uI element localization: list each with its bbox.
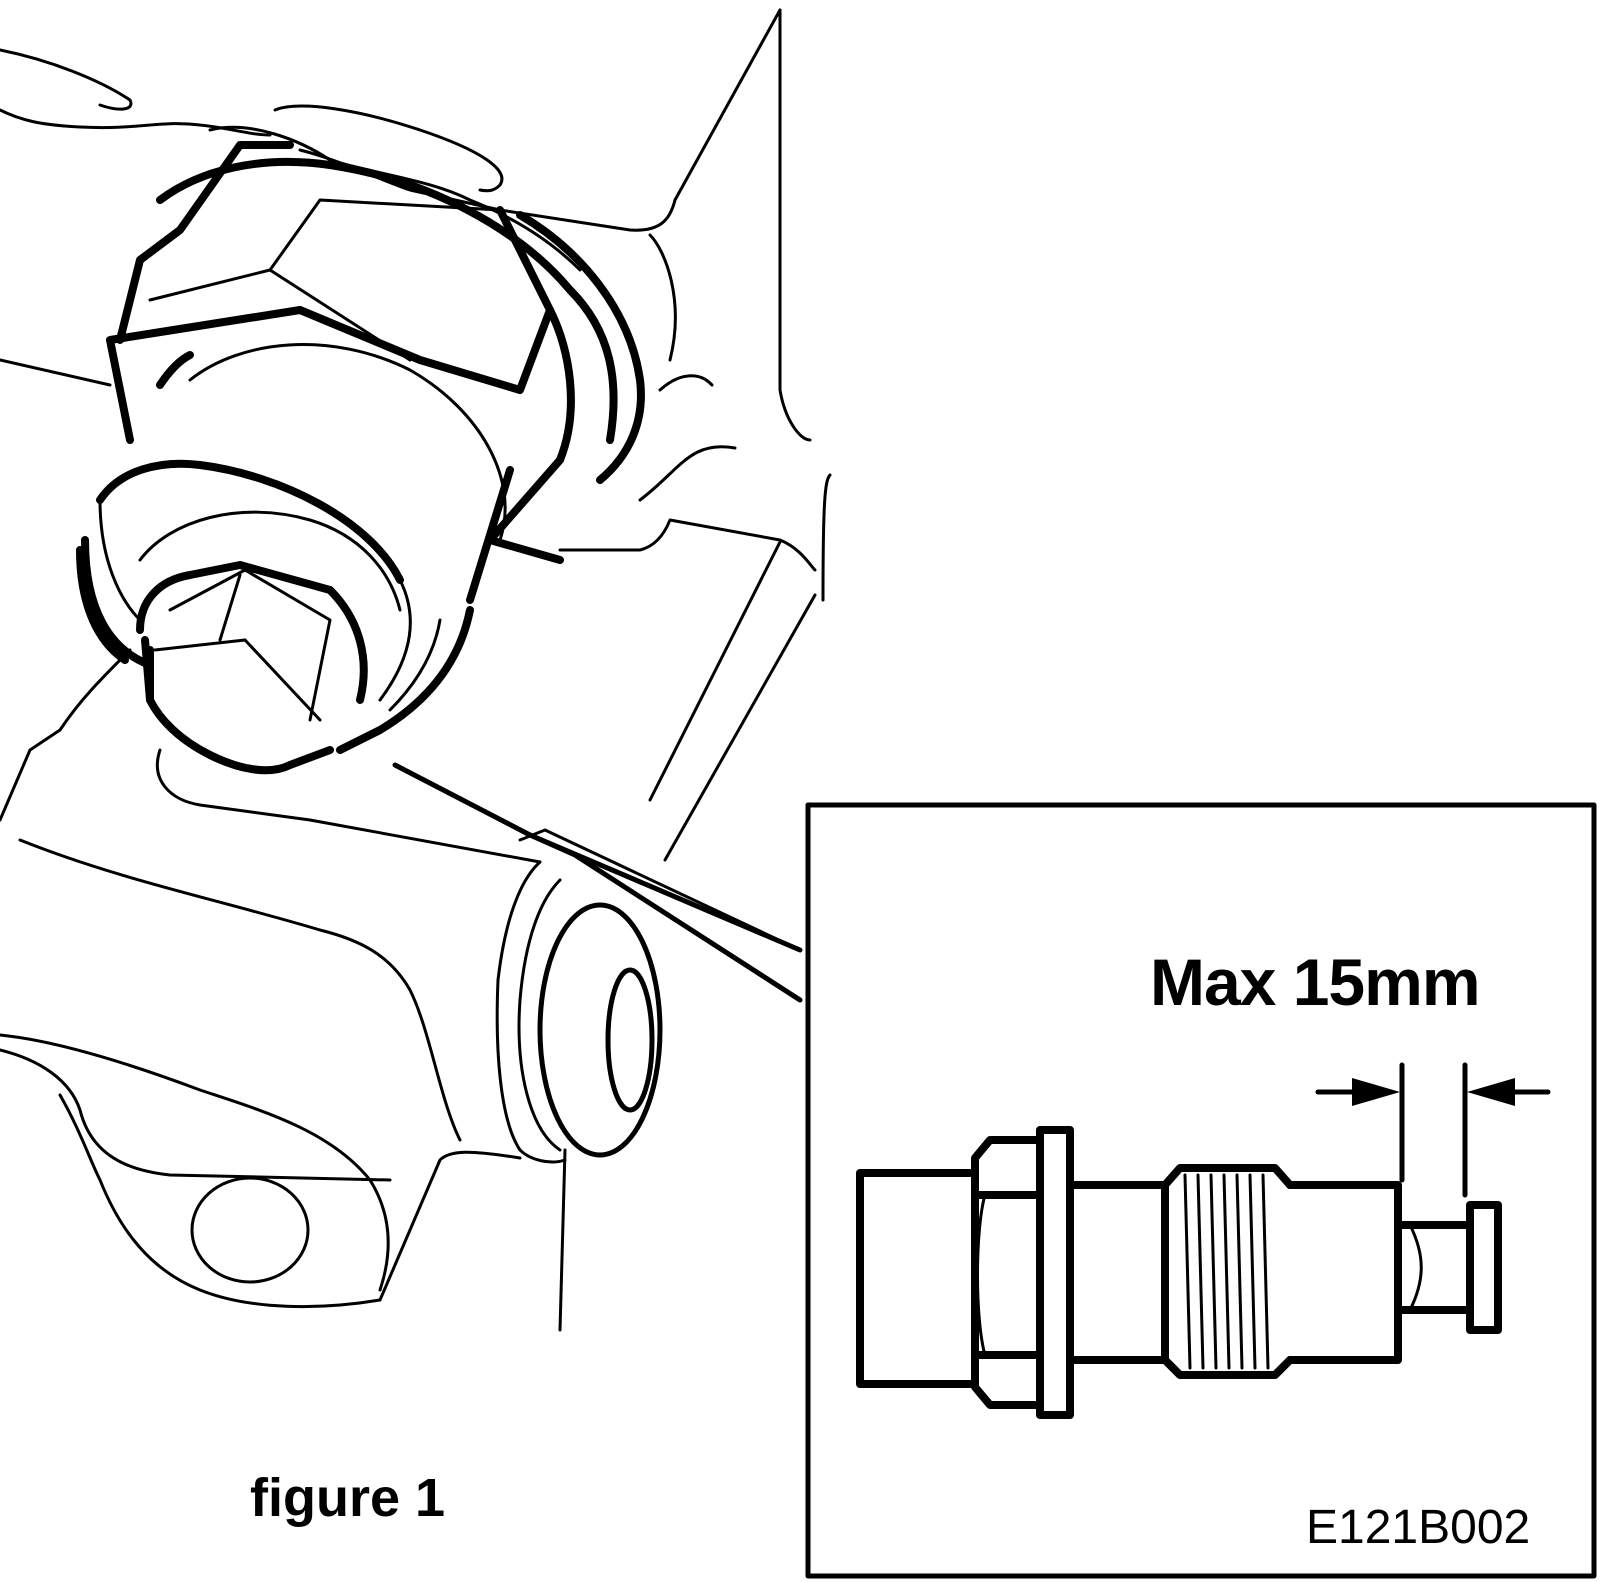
figure-caption: figure 1 [250,1468,446,1528]
dimension-label: Max 15mm [1150,945,1481,1019]
boss-with-hole [495,860,663,1164]
leader-lines [392,762,803,1003]
bleed-screw-detail [856,1126,1502,1419]
housing-body [0,8,832,1332]
dimension-marks [1315,1062,1551,1198]
inset-detail-box [805,802,1597,1579]
small-hex-fitting [136,561,368,775]
reference-code: E121B002 [1306,1501,1531,1554]
thread-lines [1183,1173,1270,1370]
large-hex-fitting [76,125,645,754]
